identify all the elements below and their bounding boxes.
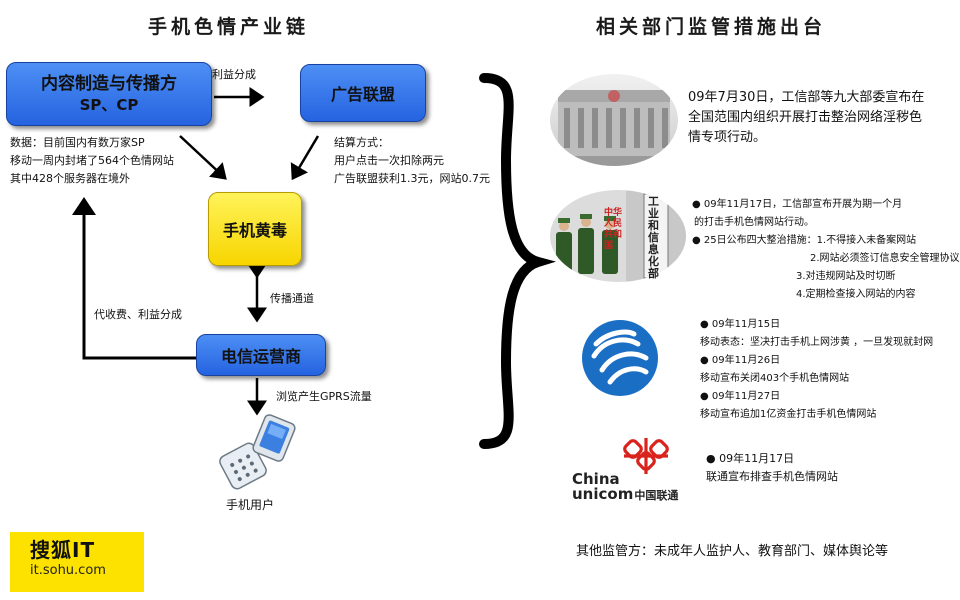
building-sign: 工业和信息化部 [648, 195, 659, 280]
measure-1-line: 09年7月30日，工信部等九大部委宣布在 [688, 90, 925, 105]
stats-line: 移动一周内封堵了564个色情网站 [10, 154, 174, 167]
channel-label: 传播通道 [270, 292, 314, 305]
settlement-line: 结算方式： [334, 136, 389, 149]
arrow-telecom-to-producer [72, 197, 196, 360]
measure-4: ● 09年11月17日 联通宣布排查手机色情网站 [706, 450, 838, 486]
unicom-word-unicom: unicom [572, 485, 634, 503]
arrow-producer-to-porn [179, 135, 227, 180]
guards-image [550, 190, 686, 282]
measure-2-line: 2.网站必须签订信息安全管理协议 [810, 253, 960, 264]
profit-share-label: 利益分成 [212, 68, 256, 81]
china-unicom-knot-icon [623, 438, 669, 474]
measure-3-line: 移动宣布追加1亿资金打击手机色情网站 [700, 409, 877, 420]
measure-3-line: ● 09年11月26日 [700, 355, 781, 366]
measure-1-line: 情专项行动。 [688, 130, 767, 145]
unicom-word-cn: 中国联通 [634, 489, 679, 502]
building-sign-2: 中华人民共和国 [604, 208, 623, 251]
settlement-block: 结算方式： 用户点击一次扣除两元 广告联盟获利1.3元，网站0.7元 [334, 134, 490, 188]
measure-4-line: 联通宣布排查手机色情网站 [706, 470, 838, 483]
measure-3-line: ● 09年11月27日 [700, 391, 781, 402]
measure-2-line: 的打击手机色情网站行动。 [694, 217, 814, 228]
sohu-it-brand: 搜狐IT [30, 538, 96, 562]
producer-node: 内容制造与传播方 SP、CP [6, 62, 212, 126]
left-title: 手机色情产业链 [148, 16, 310, 38]
unicom-wordmark: China unicom 中国联通 [572, 472, 678, 503]
user-label: 手机用户 [226, 498, 275, 512]
stats-line: 其中428个服务器在境外 [10, 172, 130, 185]
ad-alliance-node: 广告联盟 [300, 64, 426, 122]
measure-3-line: 移动宣布关闭403个手机色情网站 [700, 373, 850, 384]
measure-2-line: 3.对违规网站及时切断 [796, 271, 896, 282]
telecom-node: 电信运营商 [196, 334, 326, 376]
measure-3: ● 09年11月15日 移动表态：坚决打击手机上网涉黄 ，一旦发现就封网 ● 0… [700, 316, 933, 424]
measure-1-line: 全国范围内组织开展打击整治网络淫秽色 [688, 110, 923, 125]
other-regulators: 其他监管方：未成年人监护人、教育部门、媒体舆论等 [576, 544, 889, 559]
phone-icon [219, 414, 296, 490]
measure-3-line: ● 09年11月15日 [700, 319, 781, 330]
measure-1: 09年7月30日，工信部等九大部委宣布在 全国范围内组织开展打击整治网络淫秽色 … [688, 88, 924, 148]
measure-2: ● 09年11月17日，工信部宣布开展为期一个月 的打击手机色情网站行动。 ● … [692, 196, 960, 304]
settlement-line: 用户点击一次扣除两元 [334, 154, 444, 167]
right-title: 相关部门监管措施出台 [596, 16, 827, 38]
stats-line: 数据：目前国内有数万家SP [10, 136, 145, 149]
curly-brace [479, 73, 556, 449]
porn-node: 手机黄毒 [208, 192, 302, 266]
ministry-building-image [550, 74, 678, 166]
arrow-ad-to-porn [290, 135, 320, 181]
settlement-line: 广告联盟获利1.3元，网站0.7元 [334, 172, 490, 185]
measure-2-line: ● 09年11月17日，工信部宣布开展为期一个月 [692, 199, 903, 210]
measure-4-line: ● 09年11月17日 [706, 452, 795, 465]
producer-line2: SP、CP [79, 96, 139, 114]
unicom-word-china: China [572, 470, 620, 488]
china-mobile-logo-icon [582, 320, 658, 396]
stats-block: 数据：目前国内有数万家SP 移动一周内封堵了564个色情网站 其中428个服务器… [10, 134, 174, 188]
sohu-it-logo: 搜狐IT it.sohu.com [10, 532, 144, 592]
measure-2-line: 4.定期检查接入网站的内容 [796, 289, 916, 300]
sohu-it-url: it.sohu.com [30, 563, 106, 578]
gprs-label: 浏览产生GPRS流量 [276, 390, 372, 403]
measure-3-line: 移动表态：坚决打击手机上网涉黄 ，一旦发现就封网 [700, 337, 934, 348]
producer-line1: 内容制造与传播方 [41, 74, 177, 94]
collect-label: 代收费、利益分成 [94, 308, 182, 321]
measure-2-line: ● 25日公布四大整治措施：1.不得接入未备案网站 [692, 235, 917, 246]
